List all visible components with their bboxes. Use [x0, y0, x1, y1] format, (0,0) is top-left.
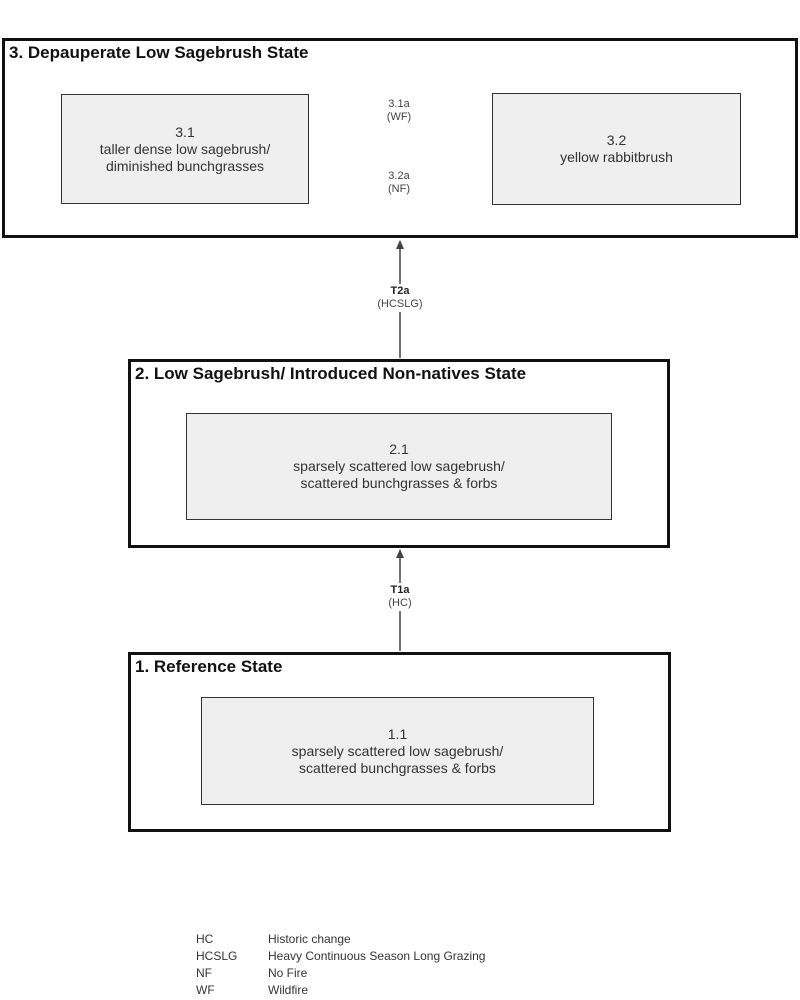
phase-3-1-box: 3.1 taller dense low sagebrush/ diminish…: [61, 94, 309, 204]
phase-1-1-desc: sparsely scattered low sagebrush/ scatte…: [291, 742, 504, 776]
phase-1-1-box: 1.1 sparsely scattered low sagebrush/ sc…: [201, 697, 594, 805]
phase-3-2-desc: yellow rabbitbrush: [560, 149, 673, 165]
state-2-title: 2. Low Sagebrush/ Introduced Non-natives…: [135, 364, 527, 383]
legend-row: HC Historic change: [196, 931, 485, 948]
phase-3-2-id: 3.2: [606, 132, 627, 148]
transition-3-2a-cause: (NF): [388, 183, 410, 195]
legend-row: WF Wildfire: [196, 982, 485, 999]
legend-meaning: Heavy Continuous Season Long Grazing: [268, 949, 486, 963]
transition-T2a-code: T2a: [390, 285, 410, 297]
transition-3-1a-cause: (WF): [386, 111, 412, 123]
transition-T1a-code: T1a: [390, 584, 410, 596]
state-3-title: 3. Depauperate Low Sagebrush State: [9, 43, 309, 62]
transition-3-2a-code: 3.2a: [388, 170, 410, 182]
transition-3-2a-label: 3.2a (NF): [369, 170, 429, 196]
phase-3-2-box: 3.2 yellow rabbitbrush: [492, 93, 741, 205]
legend-abbr: HCSLG: [196, 949, 238, 963]
legend-abbr: WF: [196, 983, 215, 997]
legend-abbr: HC: [196, 932, 214, 946]
legend-row: NF No Fire: [196, 965, 485, 982]
legend-row: HCSLG Heavy Continuous Season Long Grazi…: [196, 948, 485, 965]
legend-meaning: Wildfire: [268, 983, 309, 997]
transition-T1a-label: T1a (HC): [370, 583, 430, 611]
legend-meaning: No Fire: [268, 966, 308, 980]
transition-3-1a-code: 3.1a: [388, 98, 410, 110]
legend-meaning: Historic change: [268, 932, 351, 946]
phase-3-1-desc: taller dense low sagebrush/ diminished b…: [99, 140, 271, 174]
transition-T1a-cause: (HC): [388, 597, 412, 609]
phase-2-1-id: 2.1: [389, 441, 409, 457]
transition-T2a-cause: (HCSLG): [377, 298, 423, 310]
phase-3-1-id: 3.1: [175, 123, 195, 140]
legend: HC Historic change HCSLG Heavy Continuou…: [196, 931, 485, 999]
transition-T2a-label: T2a (HCSLG): [370, 284, 430, 312]
phase-1-1-id: 1.1: [387, 725, 408, 742]
legend-abbr: NF: [196, 966, 212, 980]
state-1-title: 1. Reference State: [135, 657, 283, 676]
phase-2-1-box: 2.1 sparsely scattered low sagebrush/ sc…: [186, 413, 612, 520]
phase-2-1-desc: sparsely scattered low sagebrush/ scatte…: [293, 458, 505, 491]
transition-3-1a-label: 3.1a (WF): [369, 98, 429, 124]
